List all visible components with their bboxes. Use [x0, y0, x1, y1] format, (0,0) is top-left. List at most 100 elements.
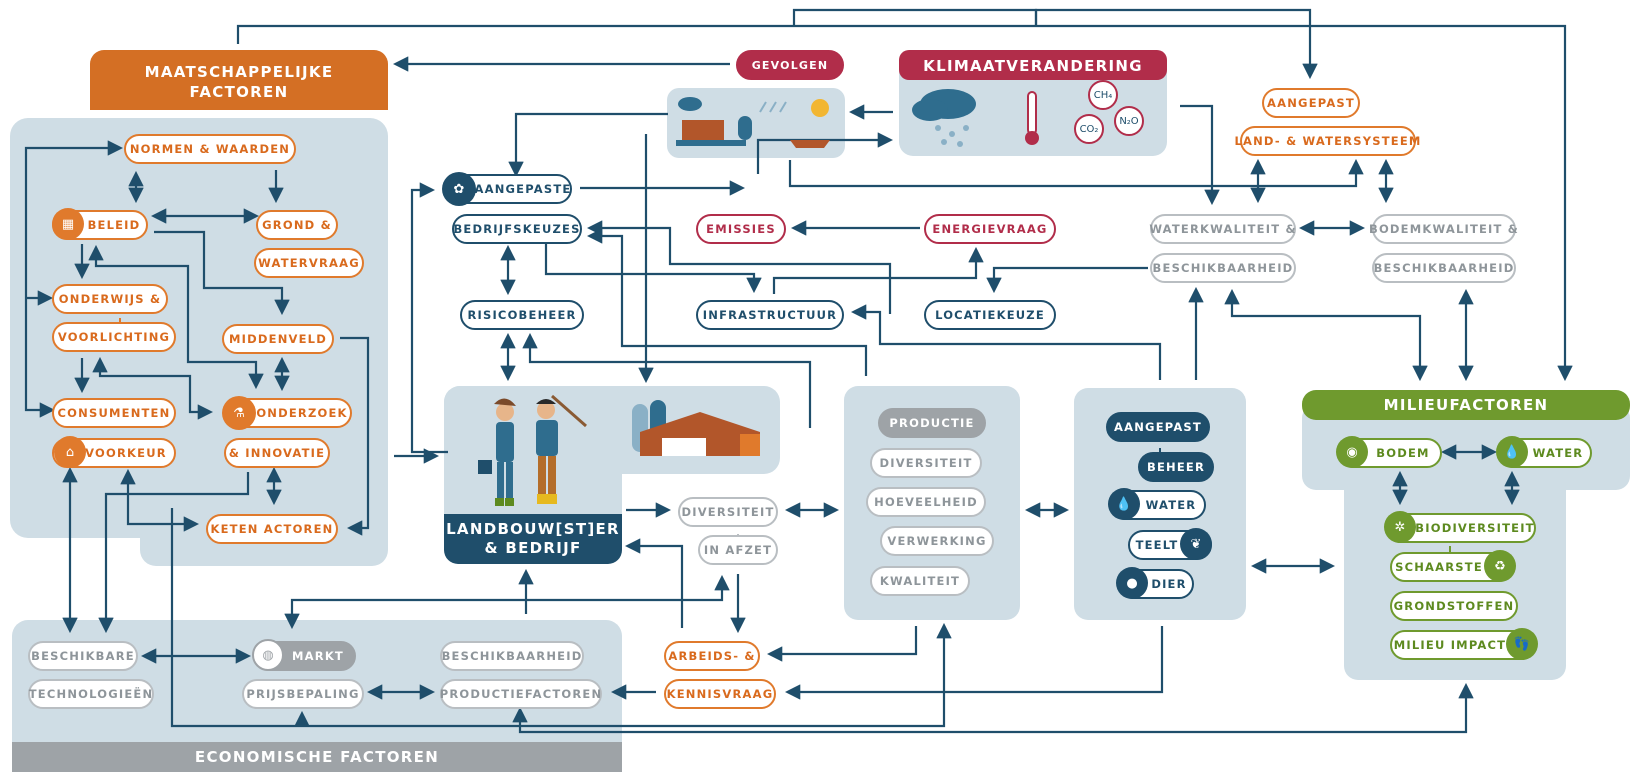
labour-knowledge-2: KENNISVRAAG [664, 679, 776, 709]
management-animal-label: DIER [1151, 577, 1187, 591]
arrow-top-1 [792, 8, 1038, 26]
water-drop-icon: 💧 [1108, 488, 1140, 520]
risk-management: RISICOBEHEER [460, 300, 584, 330]
env-scarce-1-label: SCHAARSTE [1395, 560, 1483, 574]
consumer-preference-label: VOORKEUR [85, 446, 167, 460]
arrow-bk-infra [544, 244, 762, 294]
innovation: & INNOVATIE [224, 438, 330, 468]
policy-label: BELEID [87, 218, 141, 232]
env-biodiversity: BIODIVERSITEIT [1386, 513, 1536, 543]
arrow-top-loop [236, 24, 1573, 382]
footprint-icon: 👣 [1506, 628, 1538, 660]
production-item-2: HOEVEELHEID [866, 487, 986, 517]
climate-header-bg [899, 50, 1167, 80]
env-water-icon: 💧 [1496, 436, 1528, 468]
management-crop-label: TEELT [1135, 538, 1179, 552]
farmer-illustration [478, 394, 587, 506]
climate-icons [912, 89, 1039, 147]
econ-factors-1: BESCHIKBAARHEID [440, 641, 584, 671]
social-header: MAATSCHAPPELIJKE FACTOREN [90, 58, 388, 106]
policy-icon: ▦ [52, 208, 84, 240]
social-header-line2: FACTOREN [189, 83, 289, 101]
management-title-1: AANGEPAST [1106, 412, 1210, 442]
sales-diversity-1: DIVERSITEIT [678, 497, 778, 527]
basket-icon: ⌂ [54, 436, 86, 468]
arrow-econ-bottom [512, 682, 1474, 734]
econ-factors-2: PRODUCTIEFACTOREN [440, 679, 602, 709]
arrow-mgmt-labour [784, 626, 1164, 700]
production-item-3: VERWERKING [880, 526, 994, 556]
adapted-choices-1-label: AANGEPASTE [474, 182, 572, 196]
soil-quality-2: BESCHIKBAARHEID [1372, 253, 1516, 283]
arrow-labour-farm [624, 538, 684, 628]
soil-quality-1: BODEMKWALITEIT & [1369, 214, 1518, 244]
arrow-left-loop [24, 140, 124, 418]
farm-header-bg-fill [444, 514, 622, 534]
consumers: CONSUMENTEN [52, 398, 176, 428]
adapted-system-2: LAND- & WATERSYSTEEM [1234, 126, 1420, 156]
pig-icon: ● [1116, 567, 1148, 599]
arrow-infra-energie [772, 246, 984, 294]
labour-knowledge-1: ARBEIDS- & [664, 641, 760, 671]
gas-ch4: CH₄ [1088, 80, 1118, 110]
leaf-icon: ❦ [1180, 528, 1212, 560]
arrow-div-market [284, 574, 730, 630]
arrow-top-to-adapted [1034, 8, 1318, 80]
env-scarce-2: GRONDSTOFFEN [1390, 591, 1518, 621]
market-icon: ◍ [252, 639, 284, 671]
arrow-locatie-bk [586, 220, 892, 314]
arrow-onder-onderzoek [92, 356, 214, 420]
soil-icon: ◉ [1336, 436, 1368, 468]
consequences-icons [676, 97, 830, 148]
infrastructure: INFRASTRUCTUUR [696, 300, 844, 330]
barn-illustration [632, 400, 760, 456]
adapted-choices-2: BEDRIJFSKEUZES [452, 214, 582, 244]
gas-co2: CO₂ [1074, 114, 1104, 144]
econ-market-label: MARKT [292, 649, 344, 663]
water-quality-2: BESCHIKBAARHEID [1150, 253, 1296, 283]
arrow-farm-aangepaste [410, 182, 448, 454]
gas-n2o: N₂O [1114, 106, 1144, 136]
econ-tech-1: BESCHIKBARE [28, 641, 138, 671]
bug-icon: ✲ [1384, 511, 1416, 543]
management-title-2: BEHEER [1138, 452, 1214, 482]
management-water-label: WATER [1145, 498, 1197, 512]
consequences-header: GEVOLGEN [736, 50, 844, 80]
production-item-1: DIVERSITEIT [870, 448, 982, 478]
economic-header: ECONOMISCHE FACTOREN [194, 748, 440, 766]
land-water-demand-2: WATERVRAAG [254, 248, 364, 278]
farm-header-line1: LANDBOUW[ST]ER [446, 520, 620, 538]
arrow-gevolgen-to-aangepaste [508, 112, 668, 178]
econ-tech-2: TECHNOLOGIEËN [28, 679, 154, 709]
connectors [24, 8, 1573, 734]
chain-actors: KETEN ACTOREN [206, 514, 338, 544]
arrow-gevolgen-adapted [788, 158, 1364, 188]
education-2: VOORLICHTING [52, 322, 176, 352]
midfield: MIDDENVELD [222, 324, 334, 354]
arrow-wq-locatie [986, 266, 1148, 294]
arrow-emissions-up [756, 132, 894, 174]
sales-diversity-2: IN AFZET [698, 535, 778, 565]
production-item-4: KWALITEIT [870, 566, 970, 596]
environment-header-bg [1302, 390, 1630, 420]
energy-demand: ENERGIEVRAAG [924, 214, 1056, 244]
environment-header: MILIEUFACTOREN [1383, 396, 1549, 414]
arrow-prod-bk [586, 228, 868, 376]
recycle-icon: ♻ [1484, 550, 1516, 582]
production-title: PRODUCTIE [878, 408, 986, 438]
arrow-climate-down [1180, 104, 1220, 206]
env-soil-label: BODEM [1376, 446, 1430, 460]
education-1: ONDERWIJS & [52, 284, 168, 314]
arrow-cons-keten [120, 468, 200, 532]
arrow-mgmt-infra [850, 304, 1162, 380]
farm-choice-icon: ✿ [442, 172, 476, 206]
adapted-system-1: AANGEPAST [1262, 88, 1360, 118]
research-label: ONDERZOEK [256, 406, 348, 420]
emissions: EMISSIES [696, 214, 786, 244]
arrow-farm-right [522, 332, 812, 428]
env-biodiversity-label: BIODIVERSITEIT [1415, 521, 1535, 535]
arrow-econ-prod [170, 508, 952, 728]
norms-values: NORMEN & WAARDEN [124, 134, 296, 164]
management-crop: TEELT [1128, 530, 1212, 560]
